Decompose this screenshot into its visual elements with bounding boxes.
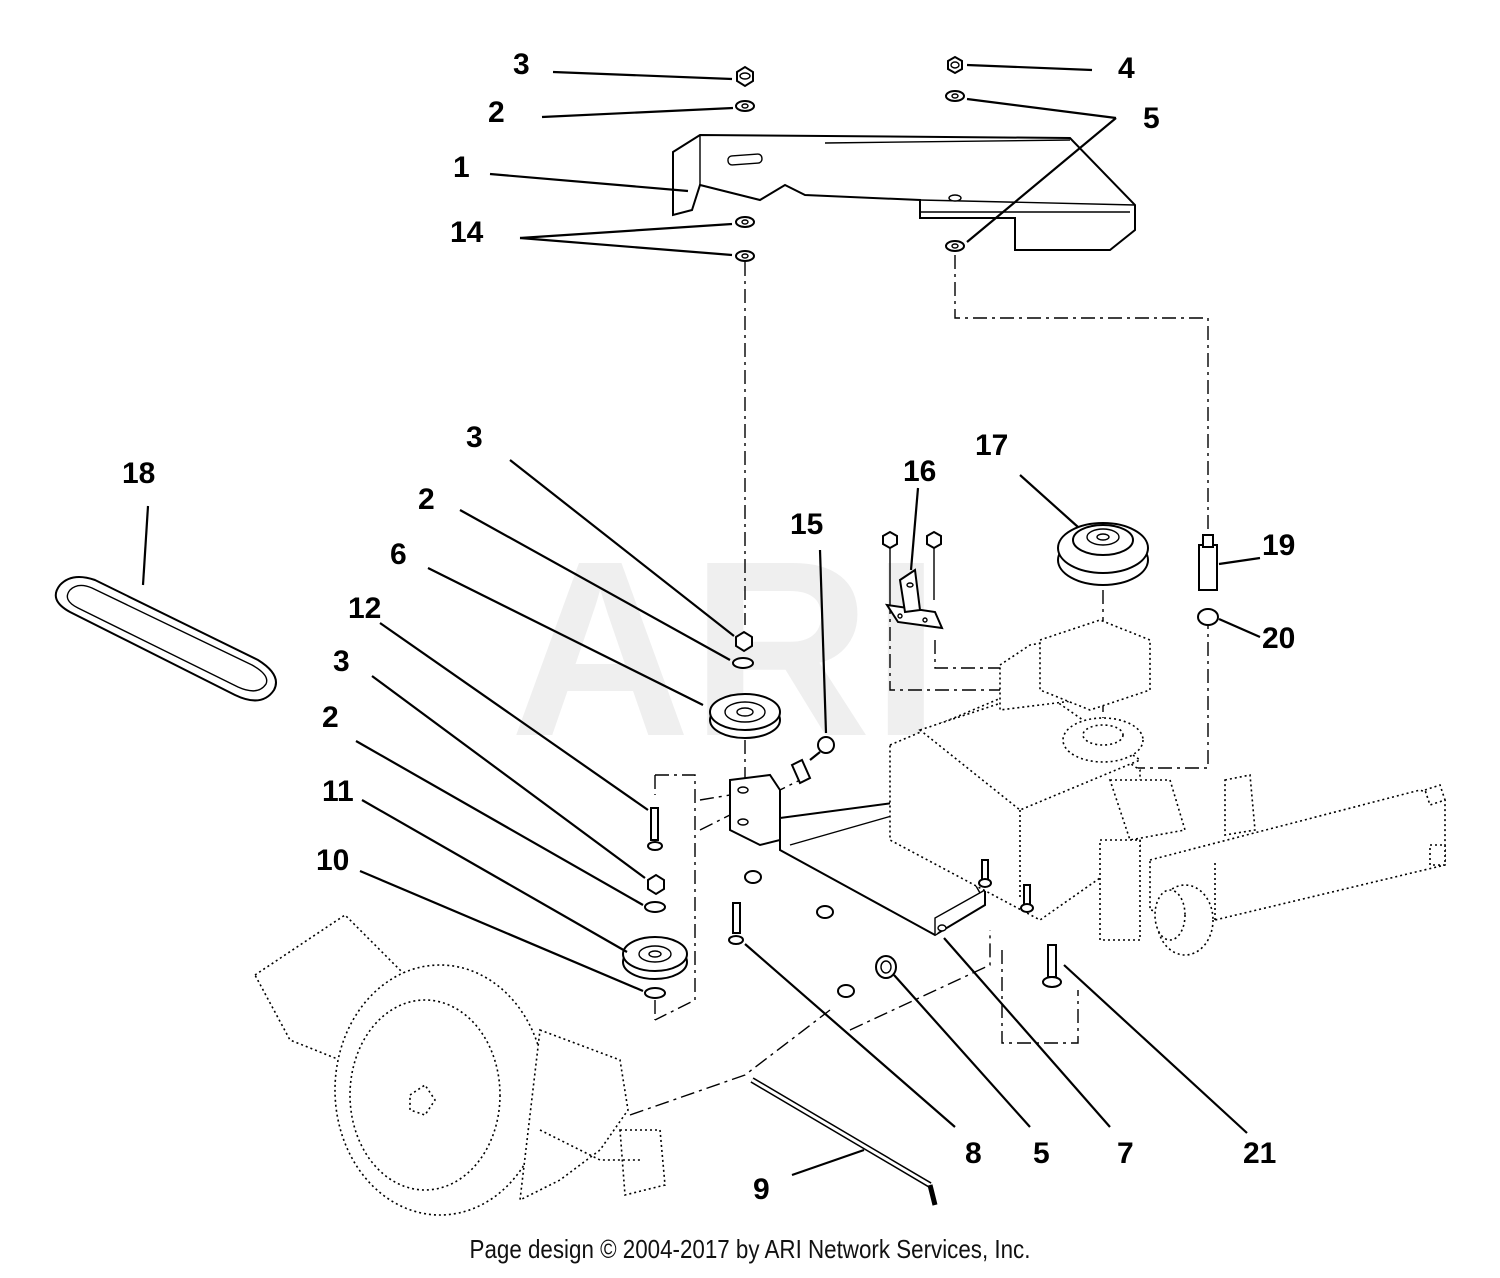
callout-2: 2 bbox=[418, 483, 435, 516]
callout-2: 2 bbox=[322, 701, 339, 734]
callout-15: 15 bbox=[790, 508, 823, 541]
hitch-pin bbox=[790, 736, 835, 785]
callout-20: 20 bbox=[1262, 622, 1295, 655]
top-left-hardware bbox=[735, 65, 755, 262]
callout-12: 12 bbox=[348, 592, 381, 625]
copyright-footer: Page design © 2004-2017 by ARI Network S… bbox=[469, 1234, 1031, 1264]
bracket-bolts bbox=[728, 870, 897, 998]
engine bbox=[253, 913, 666, 1216]
mounting-bracket-16 bbox=[882, 530, 944, 630]
callout-19: 19 bbox=[1262, 529, 1295, 562]
callout-1: 1 bbox=[453, 151, 470, 184]
frame-bolts bbox=[978, 859, 1062, 988]
callout-21: 21 bbox=[1243, 1137, 1276, 1170]
electric-clutch bbox=[1057, 522, 1149, 586]
callout-17: 17 bbox=[975, 429, 1008, 462]
callout-7: 7 bbox=[1117, 1137, 1134, 1170]
bolt-12 bbox=[647, 807, 663, 851]
callout-3: 3 bbox=[466, 421, 483, 454]
callout-5: 5 bbox=[1143, 102, 1160, 135]
callout-3: 3 bbox=[513, 48, 530, 81]
callout-4: 4 bbox=[1118, 52, 1135, 85]
idler-pulley-lower bbox=[622, 873, 688, 999]
idler-pulley-upper bbox=[709, 630, 781, 739]
callout-18: 18 bbox=[122, 457, 155, 490]
leader-lines bbox=[141, 63, 1261, 1177]
callout-6: 6 bbox=[390, 538, 407, 571]
stud-and-spacer bbox=[1197, 534, 1219, 626]
callout-14: 14 bbox=[450, 216, 484, 249]
belt-guard-shield bbox=[672, 133, 1136, 251]
callout-9: 9 bbox=[753, 1173, 770, 1206]
ari-watermark: ARI bbox=[510, 509, 941, 788]
drive-belt bbox=[54, 575, 277, 702]
control-rod bbox=[750, 1077, 938, 1206]
callout-11: 11 bbox=[322, 775, 354, 808]
callout-labels: 3 2 1 14 4 5 18 3 2 6 12 3 2 11 10 15 16… bbox=[122, 48, 1295, 1206]
callout-16: 16 bbox=[903, 455, 936, 488]
callout-2: 2 bbox=[488, 96, 505, 129]
callout-3: 3 bbox=[333, 645, 350, 678]
frame-assembly bbox=[889, 619, 1447, 956]
callout-10: 10 bbox=[316, 844, 349, 877]
callout-8: 8 bbox=[965, 1137, 982, 1170]
callout-5: 5 bbox=[1033, 1137, 1050, 1170]
top-right-hardware bbox=[945, 55, 965, 252]
